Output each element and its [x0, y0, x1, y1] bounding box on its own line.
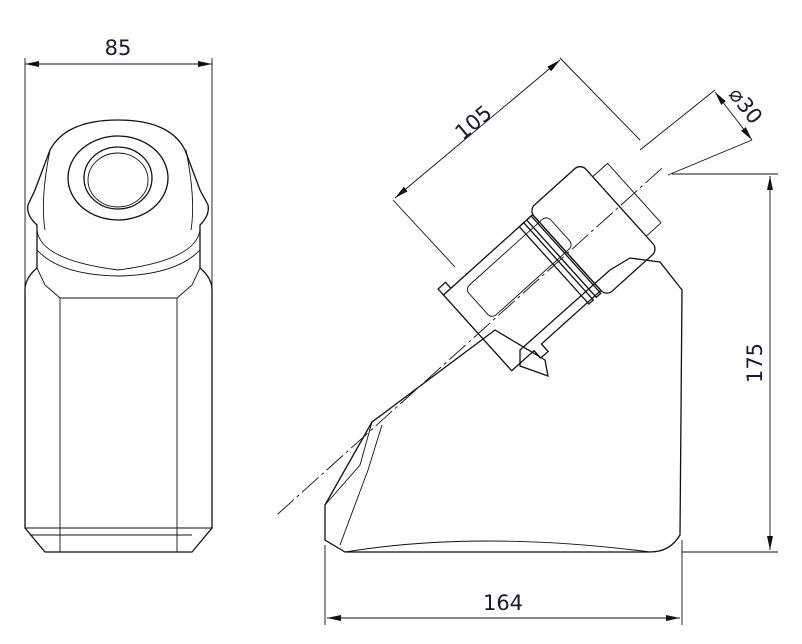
front-view: 85 — [24, 36, 213, 553]
dimension-164: 164 — [483, 591, 523, 615]
dimension-diameter-30: ⌀30 — [724, 83, 767, 129]
dimension-85: 85 — [105, 36, 132, 60]
side-view: 105 ⌀30 175 164 — [277, 57, 778, 625]
dimension-175: 175 — [743, 343, 767, 383]
center-line — [277, 165, 665, 515]
dimension-105: 105 — [450, 101, 496, 145]
